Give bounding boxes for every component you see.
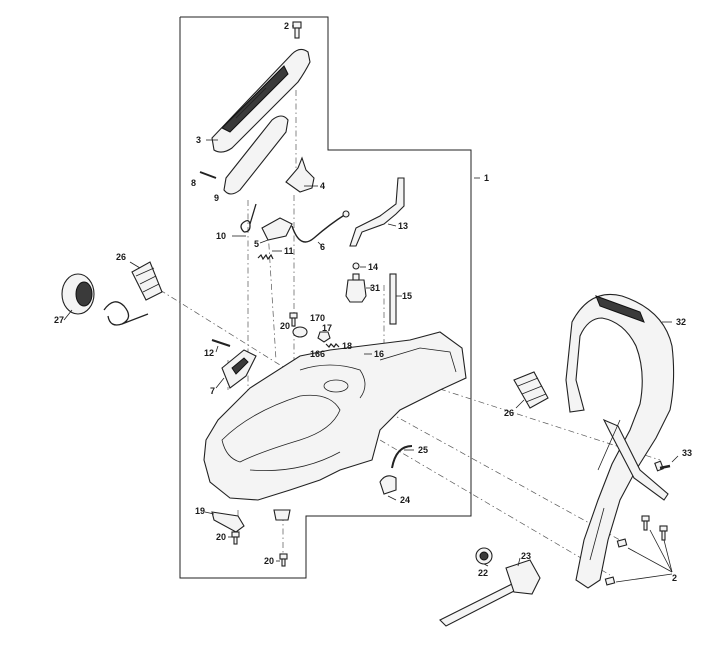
spring-part-18[interactable] bbox=[325, 343, 340, 348]
callout-27[interactable]: 27 bbox=[54, 315, 64, 325]
callout-19[interactable]: 19 bbox=[195, 506, 205, 516]
screw-part-2-top[interactable] bbox=[292, 21, 302, 39]
cover-part-7[interactable] bbox=[221, 349, 257, 389]
callout-7[interactable]: 7 bbox=[210, 386, 215, 396]
callout-31[interactable]: 31 bbox=[370, 283, 380, 293]
callout-13[interactable]: 13 bbox=[398, 221, 408, 231]
leader-lines bbox=[63, 25, 679, 583]
callout-1[interactable]: 1 bbox=[484, 173, 489, 183]
callout-10[interactable]: 10 bbox=[216, 231, 226, 241]
spring-part-10[interactable] bbox=[240, 203, 257, 233]
callout-33[interactable]: 33 bbox=[682, 448, 692, 458]
callout-17[interactable]: 17 bbox=[322, 323, 332, 333]
primer-part-24[interactable] bbox=[379, 475, 397, 495]
trigger-part-5[interactable] bbox=[261, 217, 293, 241]
bracket-part-19[interactable] bbox=[211, 511, 245, 533]
callout-2-right[interactable]: 2 bbox=[672, 573, 677, 583]
callout-16[interactable]: 16 bbox=[374, 349, 384, 359]
callout-20-middle[interactable]: 20 bbox=[280, 321, 290, 331]
callout-14[interactable]: 14 bbox=[368, 262, 378, 272]
callout-8[interactable]: 8 bbox=[191, 178, 196, 188]
callout-166[interactable]: 166 bbox=[310, 349, 325, 359]
callout-32[interactable]: 32 bbox=[676, 317, 686, 327]
pin-part-12[interactable] bbox=[211, 339, 231, 347]
callout-170[interactable]: 170 bbox=[310, 313, 325, 323]
wrench-part-23[interactable] bbox=[439, 559, 541, 627]
buffer-part-26-right[interactable] bbox=[513, 371, 549, 409]
fuel-filter-part-31[interactable] bbox=[345, 273, 367, 303]
callout-4[interactable]: 4 bbox=[320, 181, 325, 191]
callout-20-lower[interactable]: 20 bbox=[216, 532, 226, 542]
callout-3[interactable]: 3 bbox=[196, 135, 201, 145]
callout-22[interactable]: 22 bbox=[478, 568, 488, 578]
callout-labels: 2 1 3 4 8 9 10 5 6 11 13 14 31 15 26 27 … bbox=[54, 21, 692, 583]
screws-part-2[interactable] bbox=[604, 515, 668, 586]
nut-part-22[interactable] bbox=[475, 547, 493, 565]
callout-25[interactable]: 25 bbox=[418, 445, 428, 455]
clip-part-14[interactable] bbox=[352, 262, 360, 270]
hose-part-25[interactable] bbox=[391, 445, 413, 469]
callout-26-left[interactable]: 26 bbox=[116, 252, 126, 262]
assembly-frame bbox=[179, 16, 472, 579]
handle-cover-part-3[interactable] bbox=[211, 48, 311, 153]
fuel-hose-part-13[interactable] bbox=[349, 177, 405, 247]
callout-2-top[interactable]: 2 bbox=[284, 21, 289, 31]
callout-18[interactable]: 18 bbox=[342, 341, 352, 351]
buffer-part-26-left[interactable] bbox=[131, 261, 163, 301]
screw-part-20-lower[interactable] bbox=[231, 531, 240, 545]
callout-5[interactable]: 5 bbox=[254, 239, 259, 249]
callout-6[interactable]: 6 bbox=[320, 242, 325, 252]
screw-part-33[interactable] bbox=[654, 460, 671, 472]
callout-26-right[interactable]: 26 bbox=[504, 408, 514, 418]
callout-24[interactable]: 24 bbox=[400, 495, 410, 505]
grip-part-9[interactable] bbox=[223, 115, 289, 195]
callout-23[interactable]: 23 bbox=[521, 551, 531, 561]
pin-part-8[interactable] bbox=[199, 171, 217, 179]
rod-part-15[interactable] bbox=[389, 273, 397, 325]
bracket-bottom bbox=[273, 509, 291, 521]
nut-part-17[interactable] bbox=[317, 331, 331, 343]
front-handle-part-32[interactable] bbox=[565, 293, 675, 589]
callout-12[interactable]: 12 bbox=[204, 348, 214, 358]
screw-part-20-middle[interactable] bbox=[289, 312, 298, 327]
spring-part-11[interactable] bbox=[257, 253, 274, 261]
callout-20-bottom[interactable]: 20 bbox=[264, 556, 274, 566]
grommet-part-170[interactable] bbox=[292, 326, 308, 338]
screw-part-20-bottom[interactable] bbox=[279, 553, 288, 567]
cap-part-27[interactable] bbox=[61, 273, 149, 326]
callout-15[interactable]: 15 bbox=[402, 291, 412, 301]
throttle-cable-part-6[interactable] bbox=[291, 210, 350, 243]
callout-11[interactable]: 11 bbox=[284, 246, 294, 256]
callout-9[interactable]: 9 bbox=[214, 193, 219, 203]
main-housing-part-1[interactable] bbox=[203, 331, 467, 501]
lever-part-4[interactable] bbox=[285, 156, 315, 193]
